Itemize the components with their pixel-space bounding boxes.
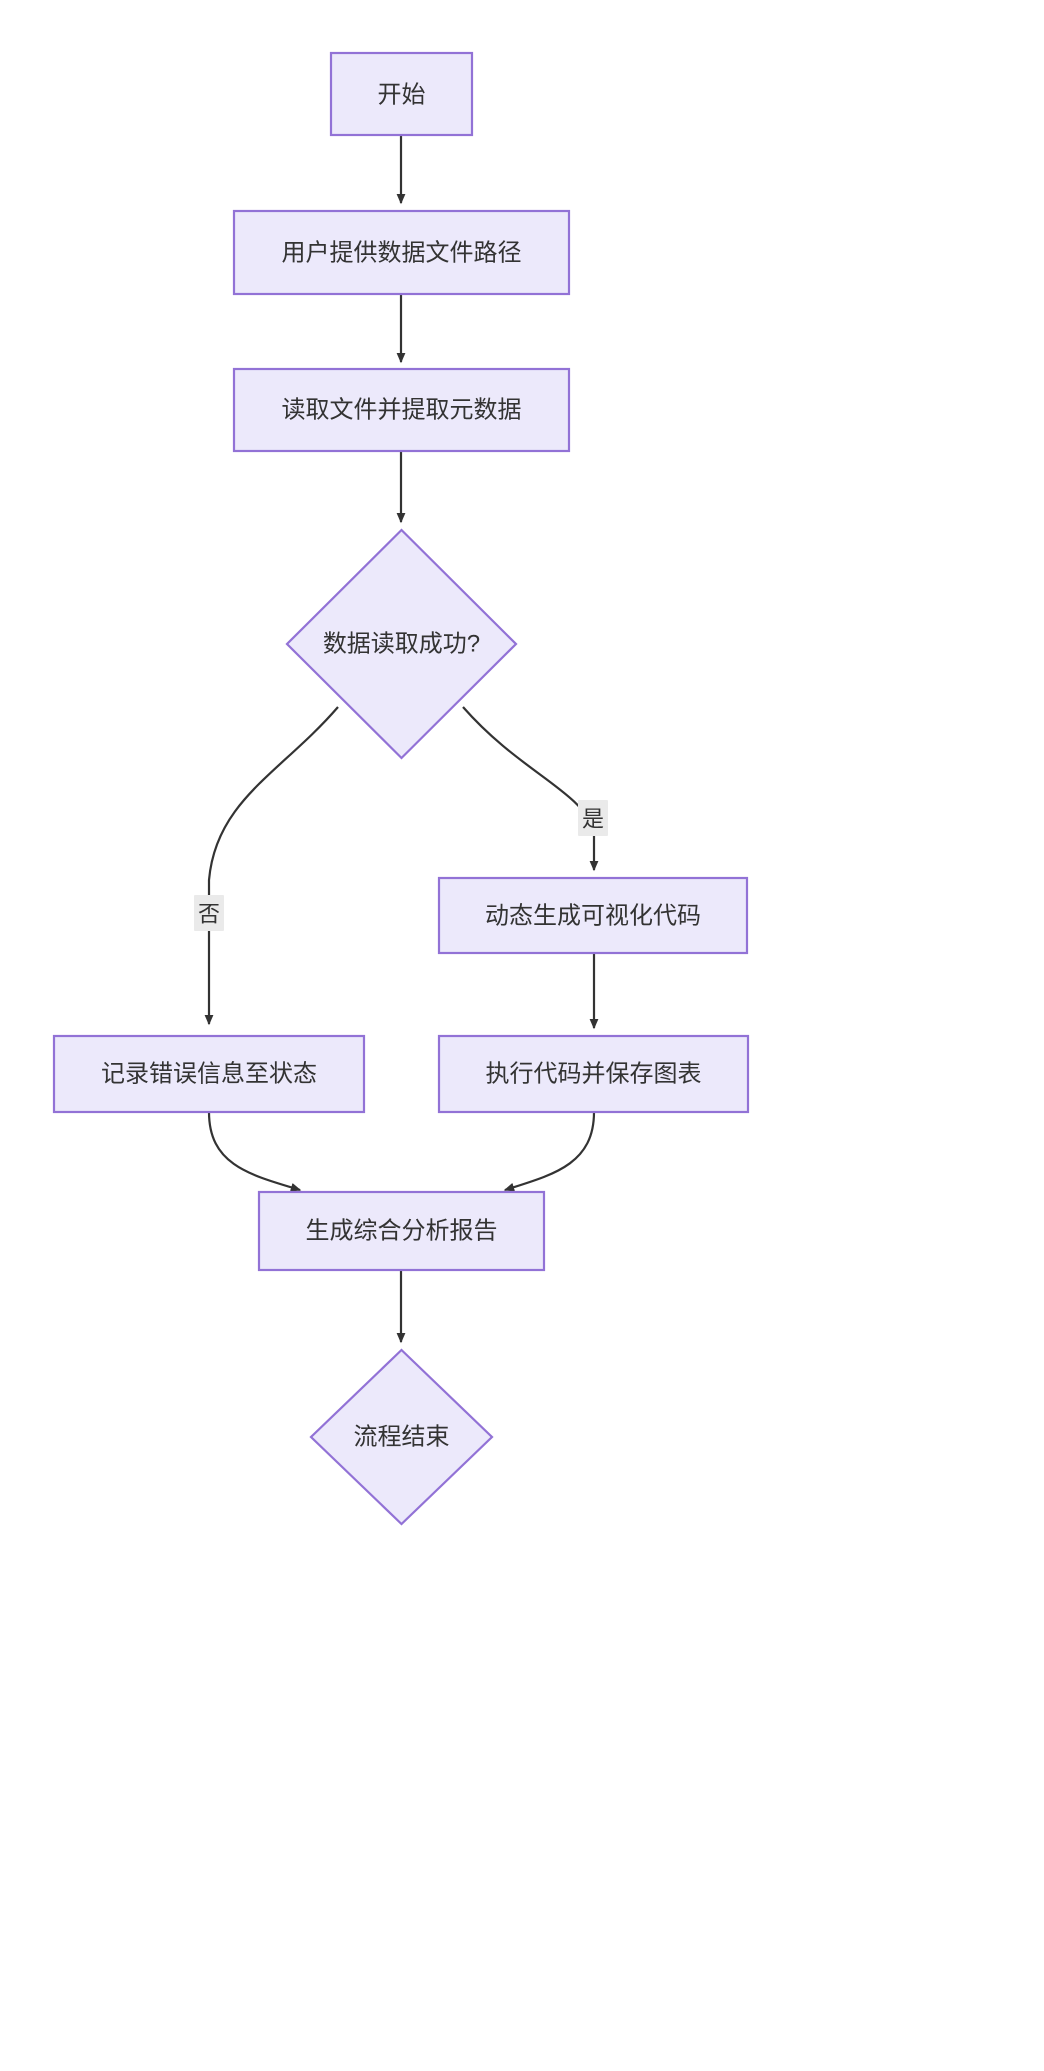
edge-labels-layer: 是 否: [194, 800, 608, 931]
node-end-shape[interactable]: [309, 1348, 494, 1526]
node-input[interactable]: 用户提供数据文件路径: [232, 209, 571, 296]
node-start[interactable]: 开始: [329, 51, 474, 137]
node-start-shape[interactable]: [329, 51, 474, 137]
node-gencode-shape[interactable]: [437, 876, 749, 955]
edge-execute-to-report: [503, 1111, 596, 1192]
edge-label-yes-text: 是: [582, 807, 604, 832]
node-decide-shape[interactable]: [285, 528, 518, 760]
node-logerror-label: 记录错误信息至状态: [101, 1061, 317, 1088]
node-execute-shape[interactable]: [437, 1034, 750, 1114]
edge-label-yes: 是: [578, 800, 608, 836]
node-read-label: 读取文件并提取元数据: [282, 397, 522, 424]
node-start-label: 开始: [378, 82, 426, 109]
edge-label-no: 否: [194, 895, 224, 931]
node-end-label: 流程结束: [354, 1424, 450, 1451]
edge-label-yes-bg: [578, 800, 608, 836]
node-report-shape[interactable]: [257, 1190, 546, 1272]
node-decide-label: 数据读取成功?: [323, 631, 480, 658]
node-decide[interactable]: 数据读取成功?: [285, 528, 518, 760]
node-input-label: 用户提供数据文件路径: [282, 240, 522, 267]
edge-decide-to-gencode: [462, 706, 599, 872]
node-read[interactable]: 读取文件并提取元数据: [232, 367, 571, 453]
node-report-label: 生成综合分析报告: [306, 1218, 498, 1245]
node-gencode[interactable]: 动态生成可视化代码: [437, 876, 749, 955]
node-gencode-label: 动态生成可视化代码: [485, 903, 701, 930]
node-read-shape[interactable]: [232, 367, 571, 453]
edge-label-no-text: 否: [198, 902, 220, 927]
node-end[interactable]: 流程结束: [309, 1348, 494, 1526]
edge-decide-to-logerror: [204, 706, 339, 1026]
node-logerror[interactable]: 记录错误信息至状态: [52, 1034, 366, 1114]
node-execute-label: 执行代码并保存图表: [486, 1061, 702, 1088]
edge-label-no-bg: [194, 895, 224, 931]
node-report[interactable]: 生成综合分析报告: [257, 1190, 546, 1272]
node-input-shape[interactable]: [232, 209, 571, 296]
edge-logerror-to-report: [207, 1111, 302, 1192]
node-execute[interactable]: 执行代码并保存图表: [437, 1034, 750, 1114]
node-logerror-shape[interactable]: [52, 1034, 366, 1114]
